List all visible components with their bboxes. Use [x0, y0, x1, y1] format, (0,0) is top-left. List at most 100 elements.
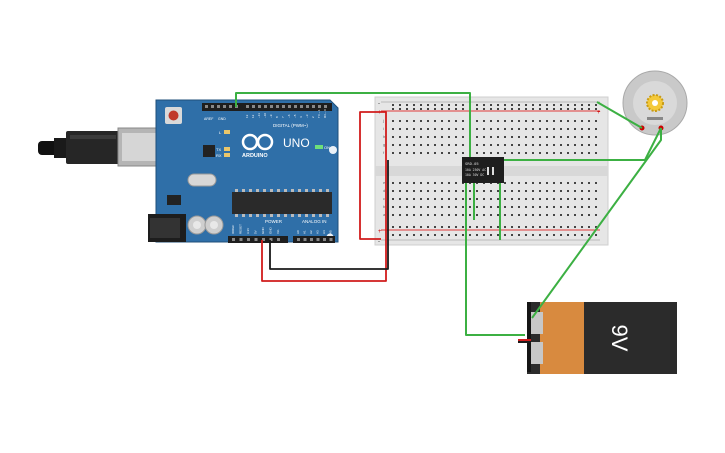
- terminal-hole[interactable]: [581, 152, 583, 154]
- terminal-hole[interactable]: [462, 152, 464, 154]
- power-pin-hole[interactable]: [247, 238, 250, 241]
- header-pin-hole[interactable]: [217, 105, 220, 108]
- terminal-hole[interactable]: [588, 182, 590, 184]
- terminal-hole[interactable]: [539, 214, 541, 216]
- terminal-hole[interactable]: [504, 198, 506, 200]
- terminal-hole[interactable]: [413, 206, 415, 208]
- terminal-hole[interactable]: [595, 206, 597, 208]
- terminal-hole[interactable]: [525, 190, 527, 192]
- digital-pin-hole[interactable]: [324, 105, 327, 108]
- terminal-hole[interactable]: [434, 128, 436, 130]
- rail-hole[interactable]: [560, 234, 562, 236]
- terminal-hole[interactable]: [581, 198, 583, 200]
- terminal-hole[interactable]: [553, 214, 555, 216]
- terminal-hole[interactable]: [399, 198, 401, 200]
- terminal-hole[interactable]: [553, 144, 555, 146]
- terminal-hole[interactable]: [567, 206, 569, 208]
- header-pin-hole[interactable]: [223, 105, 226, 108]
- terminal-hole[interactable]: [455, 120, 457, 122]
- rail-hole[interactable]: [504, 234, 506, 236]
- rail-hole[interactable]: [455, 104, 457, 106]
- terminal-hole[interactable]: [560, 152, 562, 154]
- terminal-hole[interactable]: [420, 152, 422, 154]
- rail-hole[interactable]: [588, 234, 590, 236]
- rail-hole[interactable]: [462, 226, 464, 228]
- header-pin-hole[interactable]: [229, 105, 232, 108]
- terminal-hole[interactable]: [574, 198, 576, 200]
- digital-pin-hole[interactable]: [282, 105, 285, 108]
- terminal-hole[interactable]: [588, 190, 590, 192]
- terminal-hole[interactable]: [546, 144, 548, 146]
- rail-hole[interactable]: [553, 226, 555, 228]
- rail-hole[interactable]: [595, 234, 597, 236]
- rail-hole[interactable]: [588, 108, 590, 110]
- terminal-hole[interactable]: [518, 136, 520, 138]
- terminal-hole[interactable]: [406, 190, 408, 192]
- terminal-hole[interactable]: [511, 182, 513, 184]
- rail-hole[interactable]: [581, 226, 583, 228]
- terminal-hole[interactable]: [518, 190, 520, 192]
- terminal-hole[interactable]: [392, 198, 394, 200]
- terminal-hole[interactable]: [518, 206, 520, 208]
- terminal-hole[interactable]: [525, 128, 527, 130]
- terminal-hole[interactable]: [546, 128, 548, 130]
- terminal-hole[interactable]: [546, 136, 548, 138]
- rail-hole[interactable]: [490, 234, 492, 236]
- analog-pin-hole[interactable]: [303, 238, 307, 241]
- terminal-hole[interactable]: [504, 136, 506, 138]
- terminal-hole[interactable]: [434, 182, 436, 184]
- terminal-hole[interactable]: [511, 198, 513, 200]
- terminal-hole[interactable]: [539, 120, 541, 122]
- digital-pin-hole[interactable]: [270, 105, 273, 108]
- terminal-hole[interactable]: [434, 198, 436, 200]
- terminal-hole[interactable]: [490, 144, 492, 146]
- rail-hole[interactable]: [427, 104, 429, 106]
- terminal-hole[interactable]: [574, 136, 576, 138]
- terminal-hole[interactable]: [434, 144, 436, 146]
- rail-hole[interactable]: [476, 234, 478, 236]
- terminal-hole[interactable]: [497, 128, 499, 130]
- terminal-hole[interactable]: [525, 182, 527, 184]
- terminal-hole[interactable]: [392, 120, 394, 122]
- terminal-hole[interactable]: [518, 128, 520, 130]
- terminal-hole[interactable]: [406, 182, 408, 184]
- terminal-hole[interactable]: [476, 144, 478, 146]
- terminal-hole[interactable]: [413, 182, 415, 184]
- terminal-hole[interactable]: [539, 182, 541, 184]
- terminal-hole[interactable]: [476, 198, 478, 200]
- wire-green-battery[interactable]: [465, 183, 525, 336]
- rail-hole[interactable]: [448, 226, 450, 228]
- terminal-hole[interactable]: [595, 182, 597, 184]
- terminal-hole[interactable]: [532, 120, 534, 122]
- terminal-hole[interactable]: [504, 206, 506, 208]
- rail-hole[interactable]: [539, 108, 541, 110]
- terminal-hole[interactable]: [434, 190, 436, 192]
- analog-pin-hole[interactable]: [323, 238, 326, 241]
- terminal-hole[interactable]: [441, 120, 443, 122]
- rail-hole[interactable]: [462, 104, 464, 106]
- terminal-hole[interactable]: [399, 152, 401, 154]
- terminal-hole[interactable]: [483, 198, 485, 200]
- terminal-hole[interactable]: [427, 198, 429, 200]
- terminal-hole[interactable]: [392, 206, 394, 208]
- rail-hole[interactable]: [490, 226, 492, 228]
- terminal-hole[interactable]: [427, 120, 429, 122]
- terminal-hole[interactable]: [413, 214, 415, 216]
- terminal-hole[interactable]: [476, 152, 478, 154]
- terminal-hole[interactable]: [490, 198, 492, 200]
- terminal-hole[interactable]: [420, 136, 422, 138]
- terminal-hole[interactable]: [406, 120, 408, 122]
- terminal-hole[interactable]: [581, 144, 583, 146]
- terminal-hole[interactable]: [553, 152, 555, 154]
- analog-pin-hole[interactable]: [297, 238, 300, 241]
- rail-hole[interactable]: [518, 234, 520, 236]
- terminal-hole[interactable]: [462, 206, 464, 208]
- terminal-hole[interactable]: [483, 120, 485, 122]
- rail-hole[interactable]: [497, 108, 499, 110]
- terminal-hole[interactable]: [462, 128, 464, 130]
- rail-hole[interactable]: [483, 234, 485, 236]
- terminal-hole[interactable]: [455, 190, 457, 192]
- terminal-hole[interactable]: [560, 214, 562, 216]
- rail-hole[interactable]: [574, 226, 576, 228]
- terminal-hole[interactable]: [546, 152, 548, 154]
